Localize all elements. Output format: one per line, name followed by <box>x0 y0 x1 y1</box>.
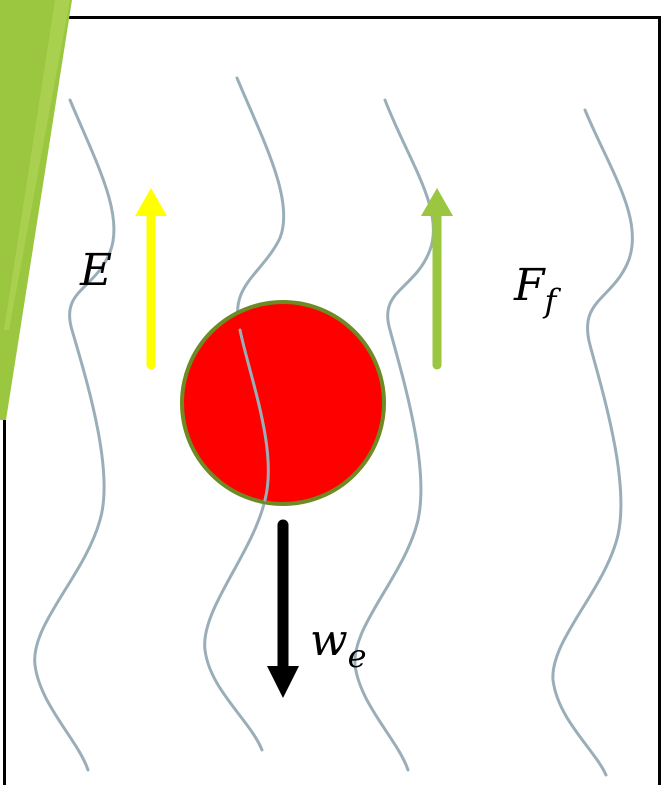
friction-arrow <box>421 188 453 370</box>
fluid-line-1 <box>33 98 116 772</box>
slide-accent-shape-highlight <box>4 0 70 330</box>
slide-accent-shape <box>0 0 72 420</box>
weight-label: we <box>310 615 367 675</box>
weight-label-main: w <box>310 615 348 666</box>
fluid-line-2-overlay <box>238 328 270 502</box>
friction-label-subscript: f <box>543 282 562 320</box>
weight-label-subscript: e <box>348 637 367 675</box>
buoyancy-arrow <box>135 188 167 370</box>
buoyancy-label: E <box>79 245 112 296</box>
friction-label-main: F <box>513 260 546 311</box>
fluid-line-4 <box>551 108 634 777</box>
friction-label: Ff <box>513 260 562 320</box>
weight-arrow <box>267 519 299 698</box>
sphere <box>180 300 386 506</box>
